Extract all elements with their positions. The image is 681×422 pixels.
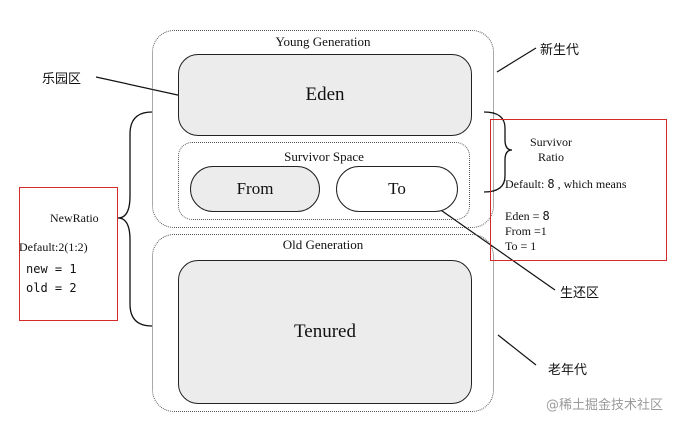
old-cn-label: 老年代: [548, 363, 588, 378]
to-region: To: [336, 166, 458, 212]
survivorratio-brace: [483, 111, 513, 193]
tenured-region: Tenured: [178, 260, 472, 404]
eden-cn-label: 乐园区: [42, 72, 82, 87]
to-label: To: [388, 179, 406, 198]
survivorratio-default-suffix: , which means: [557, 177, 627, 191]
newratio-box: NewRatio Default:2(1:2) new = 1 old = 2: [19, 187, 118, 321]
survivorratio-eden-label: Eden =: [505, 209, 540, 223]
survivor-space-box: Survivor Space: [178, 142, 470, 220]
young-cn-label: 新生代: [540, 43, 580, 58]
newratio-default-label: Default:: [19, 240, 59, 254]
survivorratio-to-line: To = 1: [505, 239, 537, 253]
survivorratio-box: Survivor Ratio Default: 8 , which means …: [490, 119, 667, 261]
newratio-default-value: 2(1:2): [58, 240, 88, 254]
old-generation-title: Old Generation: [282, 237, 364, 252]
survivorratio-eden-value: 8: [542, 209, 550, 223]
from-label: From: [236, 179, 274, 198]
eden-region: Eden: [178, 54, 472, 136]
survivorratio-default-label: Default:: [505, 177, 545, 191]
old-generation-box: Old Generation: [152, 234, 494, 412]
survivorratio-title-1: Survivor: [530, 135, 572, 149]
old-pointer-line: [497, 334, 537, 366]
newratio-title: NewRatio: [50, 211, 99, 225]
survivor-cn-label: 生还区: [560, 286, 600, 301]
newratio-old-line: old = 2: [26, 281, 77, 295]
tenured-label: Tenured: [294, 321, 356, 342]
from-region: From: [190, 166, 320, 212]
eden-label: Eden: [305, 84, 345, 105]
survivorratio-title-2: Ratio: [538, 150, 564, 164]
watermark: @稀土掘金技术社区: [546, 398, 664, 413]
young-generation-box: Young Generation: [152, 30, 494, 228]
young-pointer-line: [496, 47, 537, 73]
survivor-space-title: Survivor Space: [284, 149, 364, 164]
survivorratio-from-line: From =1: [505, 224, 547, 238]
survivorratio-default-value: 8: [547, 177, 555, 191]
newratio-new-line: new = 1: [26, 262, 77, 276]
newratio-default: Default:2(1:2): [19, 240, 88, 255]
newratio-brace: [117, 111, 153, 327]
young-generation-title: Young Generation: [275, 34, 371, 49]
survivorratio-eden-line: Eden = 8: [505, 210, 550, 223]
survivorratio-default: Default: 8 , which means: [505, 178, 627, 191]
